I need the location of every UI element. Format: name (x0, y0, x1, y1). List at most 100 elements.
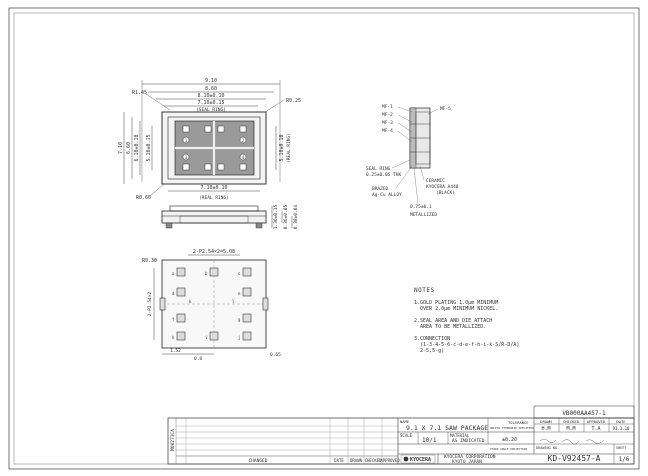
dim-radius-tr: R0.25 (286, 98, 301, 104)
metallized-dim: 0.75±0.1 (410, 204, 432, 210)
bottom-pad-label: f (172, 317, 175, 322)
dim-width-inner: 8.60 (205, 86, 217, 92)
side-lid (169, 205, 259, 212)
bottom-pad-label: d (172, 291, 175, 296)
sheet-label: SHEET (616, 446, 627, 450)
dim-chamfer-bl: R0.60 (136, 195, 151, 201)
bottom-pad-label: a (172, 271, 175, 276)
top-pad-label: 3 (185, 155, 188, 160)
tolerance-sub: UNLESS OTHERWISE SPECIFIED (490, 426, 534, 430)
top-pad-label: 2 (242, 138, 245, 143)
signatures (539, 438, 605, 445)
section-label: MF-1 (382, 104, 393, 110)
seal-ring-label: SEAL RING (366, 166, 391, 172)
inner-border (13, 12, 635, 465)
bottom-pad-label: c (238, 271, 241, 276)
scale-label: SCALE (400, 433, 413, 438)
side-dim: 0.38±0.04 (293, 205, 299, 230)
top-pad-label: 4 (242, 155, 245, 160)
dim-bottom-a: 1.52 (170, 348, 181, 354)
label-seal-ring: (SEAL RING) (196, 107, 226, 113)
rev-header: CHANGED (249, 458, 268, 464)
outer-border (8, 7, 640, 470)
sheet-value: 1/6 (619, 456, 630, 463)
side-dim: 0.36±0.05 (283, 205, 289, 230)
dim-pitch: 2-P2.54×2=5.08 (193, 249, 235, 255)
approval-header: DATE (616, 419, 626, 424)
rev-header: APPROVED (380, 458, 400, 463)
side-view: 1.36±0.15 0.36±0.05 0.38±0.04 (161, 205, 299, 230)
dim-height-real: 5.10±0.10 (279, 134, 285, 161)
dim-width-seal: 7.10±0.15 (197, 100, 224, 106)
dim-height-seal: 5.10±0.15 (146, 134, 152, 161)
section-label: MF-3 (382, 120, 393, 126)
seal-ring-outline (167, 116, 261, 180)
bottom-pad-label: k (189, 299, 192, 304)
dim-height-mid: 6.10±0.10 (134, 134, 140, 161)
brazed-label: BRAZED (372, 186, 389, 192)
scale-value: 10/1 (422, 437, 437, 444)
kyocera-logo (400, 454, 436, 464)
seal-ring-material: 0.25±0.05 THK (366, 172, 402, 178)
rev-header: CHECKED (365, 458, 382, 463)
approval-header: APPROVED (587, 419, 606, 424)
ceramic-label: CERAMIC (426, 178, 445, 184)
notes-heading: NOTES (414, 287, 435, 294)
dim-bottom-b: 0.8 (194, 356, 202, 362)
bottom-pad-label: l (232, 299, 235, 304)
bottom-pad-label: i (205, 335, 208, 340)
cavity-pad (239, 125, 247, 133)
drawing-number: KD-V92457-A (548, 454, 601, 463)
material-value: AS INDICATED (452, 438, 485, 444)
metallized-label: METALLIZED (410, 212, 437, 218)
kyocera-logo-text: KYOCERA (410, 457, 431, 463)
cavity-pad (217, 163, 225, 171)
approval-header: DRAWN (540, 419, 552, 424)
third-angle: THIRD ANGLE PROJECTION (490, 447, 527, 451)
dim-left-pitch: 2-P2.54×2 (147, 292, 153, 317)
name-label: NAME (400, 419, 410, 424)
approval-value: T.A (591, 426, 600, 432)
section-label-right: MF-5 (440, 106, 451, 112)
label-real-ring-v: (REAL RING) (286, 133, 292, 163)
side-body (161, 210, 267, 224)
note-item: 1.GOLD PLATING 1.0μm MINIMUM OVER 2.0μm … (414, 300, 499, 312)
package-title: 9.1 X 7.1 SAW PACKAGE (406, 424, 488, 432)
dim-pad-size: R0.30 (142, 258, 157, 264)
bottom-pad-label: j (238, 335, 240, 340)
approval-value: H.M (541, 426, 550, 432)
drawing-no-label: DRAWING NO. (536, 446, 559, 450)
tolerance-value: ±0.20 (502, 437, 517, 443)
section-label: MF-4 (382, 128, 393, 134)
dim-height-inner: 6.60 (126, 142, 132, 154)
ceramic-color: (BLACK) (436, 190, 455, 196)
dim-width-overall: 9.10 (205, 78, 217, 84)
bottom-pad-label: g (238, 317, 241, 322)
side-dim: 1.36±0.15 (273, 205, 279, 230)
cavity-pad (204, 125, 212, 133)
top-view: 9.10 8.60 8.10±0.10 7.10±0.15 (SEAL RING… (118, 78, 301, 201)
bottom-pad-label: e (238, 291, 241, 296)
code-box: VB000AA457-1 (562, 410, 606, 417)
tolerance-head: TOLERANCE (508, 420, 529, 425)
dim-width-real: 7.10±0.10 (200, 185, 227, 191)
section-view: MF-1 MF-2 MF-3 MF-4 MF-5 SEAL RING 0.25±… (366, 104, 459, 218)
bottom-view: 2-P2.54×2=5.08 R0.30 a b c d e f g h i j… (142, 249, 281, 362)
note-item: 3.CONNECTION (1-3-4-5-6-c-d-e-f-h-i-k-S/… (414, 336, 520, 354)
top-pad-label: 1 (185, 138, 188, 143)
approval-value: M.M (566, 426, 575, 432)
note-item: 2.SEAL AREA AND DIE ATTACH AREA TO BE ME… (414, 318, 493, 330)
side-code: M00273CA (170, 429, 176, 451)
bottom-pad-label: h (172, 335, 175, 340)
dim-width-cavity: 8.10±0.10 (197, 93, 224, 99)
notes-block: NOTES 1.GOLD PLATING 1.0μm MINIMUM OVER … (414, 288, 614, 360)
dim-bottom-c: 0.65 (270, 352, 281, 358)
company-location: KYOTO JAPAN (452, 459, 482, 465)
material-label: MATERIAL (450, 433, 470, 438)
rev-header: DATE (334, 458, 344, 463)
title-block: M00273CA CHANGED DATE DRAWN CHECKED APPR… (167, 405, 635, 465)
cavity-pad (204, 163, 212, 171)
rev-header: DRAWN (350, 458, 363, 463)
brazed-material: Ag-Cu ALLOY (372, 192, 402, 198)
